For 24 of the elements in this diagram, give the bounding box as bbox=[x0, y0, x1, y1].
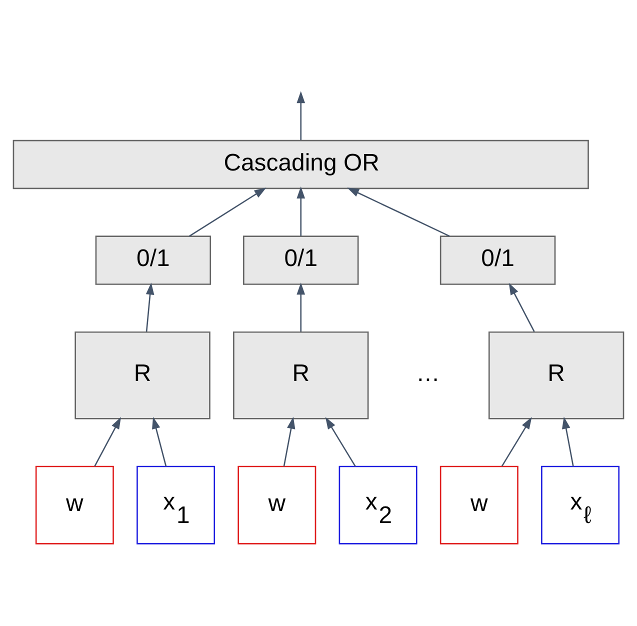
arrow bbox=[296, 186, 306, 236]
arrow bbox=[325, 416, 356, 466]
node-box: w bbox=[238, 465, 316, 544]
node-box: w bbox=[35, 465, 114, 544]
arrow bbox=[146, 282, 154, 332]
label: … bbox=[416, 360, 440, 387]
node-box: w bbox=[440, 465, 518, 544]
arrow bbox=[296, 282, 306, 332]
arrow bbox=[283, 416, 296, 466]
node-box: 0/1 bbox=[95, 235, 212, 284]
arrow bbox=[347, 187, 450, 236]
node-box: 0/1 bbox=[243, 235, 359, 284]
arrow bbox=[296, 90, 306, 140]
arrow bbox=[508, 282, 535, 332]
node-box: R bbox=[74, 330, 210, 419]
arrow bbox=[188, 187, 266, 236]
arrow bbox=[94, 416, 122, 466]
node-box: 0/1 bbox=[440, 235, 556, 284]
node-box: R bbox=[488, 330, 624, 419]
node-box: Cascading OR bbox=[12, 139, 589, 189]
arrow bbox=[152, 416, 167, 466]
arrow bbox=[501, 416, 532, 466]
node-box: R bbox=[233, 330, 369, 419]
arrow bbox=[562, 416, 574, 466]
